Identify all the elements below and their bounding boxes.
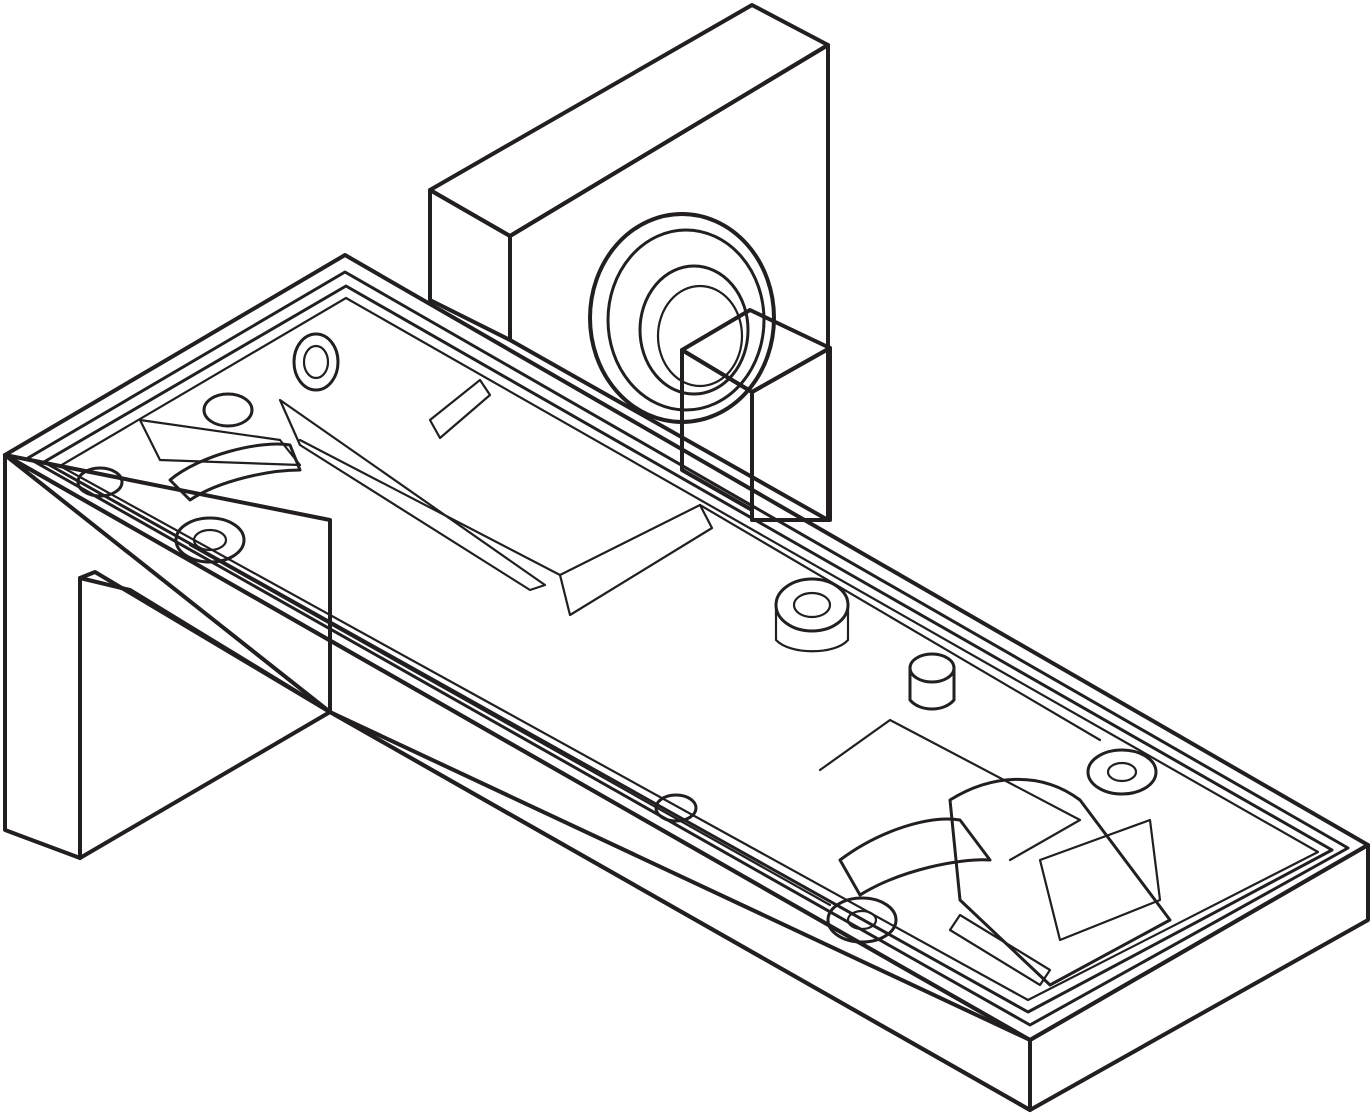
rosette-ring-3: [638, 264, 750, 396]
center-boss: [654, 577, 956, 823]
wall-plate: [428, 3, 830, 522]
right-top-screw-inner: [1106, 761, 1138, 783]
lower-pin-top: [654, 793, 698, 823]
left-boss-socket: [292, 332, 340, 392]
mounting-rosette: [588, 212, 832, 522]
basin-channel-left-wall: [188, 543, 832, 907]
left-screw-boss-outer: [174, 516, 246, 564]
basin-rib: [278, 398, 547, 592]
left-top-screw: [202, 392, 254, 428]
basin-floor-edge: [58, 296, 1320, 1002]
basin-channel-right-wall: [298, 438, 1102, 742]
center-boss-base: [774, 603, 850, 653]
basin-fin: [428, 378, 492, 440]
center-boss-outer: [774, 577, 850, 633]
cartridge-right: [826, 748, 1172, 987]
left-boss-socket-inner: [302, 344, 330, 380]
basin-rim-outer: [26, 270, 1350, 1027]
center-boss-inner: [792, 591, 832, 619]
spout-basin: [26, 270, 1350, 1027]
spout-right-end-face: [1028, 843, 1370, 1112]
right-clamp-body: [838, 817, 992, 897]
spout-underside-edge: [78, 710, 332, 860]
right-top-screw-outer: [1086, 748, 1158, 796]
spout-bottom-side: [328, 710, 1032, 1112]
basin-lower-step: [818, 718, 1082, 862]
right-bottom-screw-inner: [846, 909, 878, 931]
rosette-ring-4: [656, 284, 744, 388]
right-cartridge-block: [948, 777, 1172, 987]
basin-rim-inner: [42, 284, 1334, 1014]
center-pin-body: [908, 666, 956, 711]
rosette-ring-2: [606, 228, 766, 412]
left-clamp-bracket: [138, 418, 302, 467]
spout-body: [3, 253, 1370, 1112]
left-screw-boss-inner: [192, 528, 228, 552]
connector-stub-side: [750, 346, 832, 522]
left-corner-screw: [76, 466, 124, 498]
right-bottom-screw-outer: [826, 896, 898, 944]
cartridge-left: [76, 332, 340, 564]
right-cartridge-slot: [948, 913, 1052, 987]
spout-front-end-face: [3, 453, 332, 860]
basin-channel-divider: [558, 503, 714, 617]
right-cartridge-valve: [1038, 818, 1162, 942]
center-pin-top: [908, 652, 956, 684]
spout-top-rim: [3, 253, 1370, 1042]
wall-plate-top-face: [428, 3, 830, 238]
